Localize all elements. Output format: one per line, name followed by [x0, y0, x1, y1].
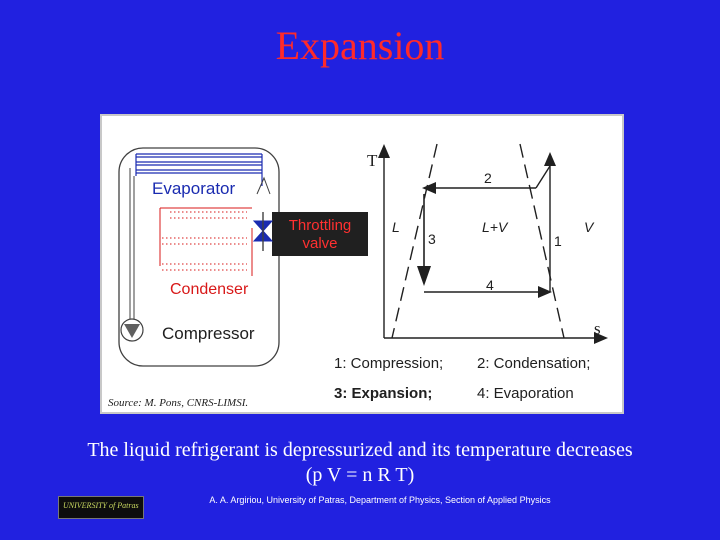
step-2-label: 2 — [484, 170, 492, 186]
legend-condensation: 2: Condensation; — [477, 355, 590, 372]
source-note: Source: M. Pons, CNRS-LIMSI. — [108, 397, 248, 409]
machine-schematic: Evaporator Condenser Throttling — [108, 147, 368, 409]
condenser-label: Condenser — [170, 281, 249, 298]
s-axis-label: s — [594, 319, 601, 338]
expansion-arrow — [417, 266, 431, 286]
legend-expansion: 3: Expansion; — [334, 385, 432, 402]
legend-evaporation: 4: Evaporation — [477, 385, 574, 402]
desuperheat-line — [535, 165, 551, 189]
saturated-liquid-line — [391, 143, 438, 339]
evaporator-outlet — [256, 176, 271, 195]
ts-diagram: T s 2 3 1 4 L L+V V 1: Comp — [334, 143, 608, 402]
step-4-label: 4 — [486, 277, 494, 293]
logo-text: UNIVERSITY of Patras — [63, 501, 139, 510]
s-axis-arrow — [594, 332, 608, 344]
step-1-label: 1 — [554, 233, 562, 249]
evaporator-coil — [135, 153, 263, 186]
saturated-vapor-line — [519, 143, 565, 339]
region-lv-label: L+V — [482, 219, 509, 235]
t-axis-label: T — [367, 151, 378, 170]
legend-compression: 1: Compression; — [334, 355, 443, 372]
compressor: Compressor — [120, 168, 255, 343]
machine-enclosure — [118, 147, 280, 367]
throttling-label-1: Throttling — [289, 217, 352, 234]
region-l-label: L — [392, 219, 400, 235]
caption-line-1: The liquid refrigerant is depressurized … — [87, 439, 633, 461]
condenser-coil — [159, 207, 253, 276]
slide-caption: The liquid refrigerant is depressurized … — [0, 438, 720, 488]
condensation-arrow — [422, 182, 436, 194]
compressor-label: Compressor — [162, 324, 255, 343]
footer-credit: A. A. Argiriou, University of Patras, De… — [209, 495, 551, 505]
caption-line-2: (p V = n R T) — [305, 464, 415, 486]
slide-title: Expansion — [275, 23, 445, 68]
compression-arrow — [544, 152, 556, 166]
step-3-label: 3 — [428, 231, 436, 247]
evaporator-label: Evaporator — [152, 179, 235, 198]
throttling-label-2: valve — [302, 235, 337, 252]
cycle-diagram: Evaporator Condenser Throttling — [108, 143, 608, 409]
refrigeration-cycle-figure: Evaporator Condenser Throttling — [100, 114, 624, 414]
throttling-valve: Throttling valve — [252, 212, 368, 256]
university-logo: UNIVERSITY of Patras — [58, 496, 144, 519]
evaporation-arrow — [538, 286, 552, 298]
t-axis-arrow — [378, 144, 390, 158]
region-v-label: V — [584, 219, 595, 235]
